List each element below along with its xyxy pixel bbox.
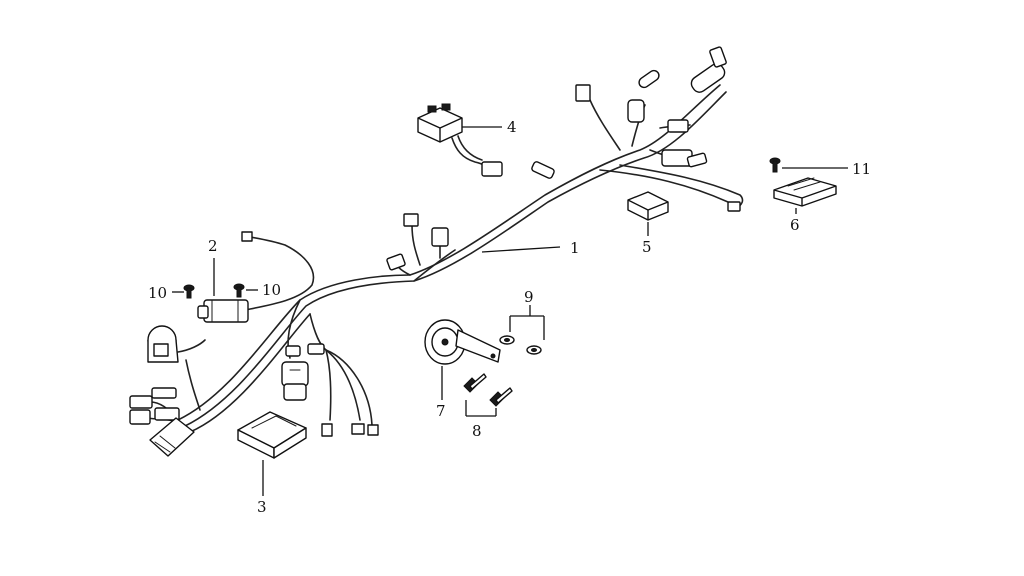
callout-7: 7 — [436, 402, 446, 420]
callout-10-right: 10 — [262, 281, 281, 299]
round-relay — [147, 325, 206, 363]
left-connector-cluster — [129, 387, 195, 457]
washers-part-9 — [499, 335, 542, 355]
leader-lines — [172, 126, 848, 496]
callout-2: 2 — [208, 237, 218, 255]
callout-labels: 1 2 3 4 5 6 7 8 9 10 10 11 — [148, 118, 871, 516]
screw-part-11 — [769, 157, 781, 173]
regulator-rectifier — [417, 103, 503, 177]
callout-11: 11 — [852, 160, 871, 178]
callout-10-left: 10 — [148, 284, 167, 302]
starter-relay — [627, 191, 669, 221]
callout-8: 8 — [472, 422, 482, 440]
cdi-unit — [237, 411, 307, 459]
ignition-switch — [281, 361, 309, 401]
harness-connectors — [241, 46, 741, 437]
callout-5: 5 — [642, 238, 652, 256]
screws-part-10 — [183, 283, 245, 299]
ignition-coil — [197, 299, 249, 323]
callout-1: 1 — [570, 239, 580, 257]
horn — [424, 319, 501, 365]
bolts-part-8 — [463, 373, 513, 407]
callout-6: 6 — [790, 216, 800, 234]
callout-4: 4 — [507, 118, 517, 136]
callout-9: 9 — [524, 288, 534, 306]
electronic-module — [773, 177, 837, 207]
callout-3: 3 — [257, 498, 267, 516]
